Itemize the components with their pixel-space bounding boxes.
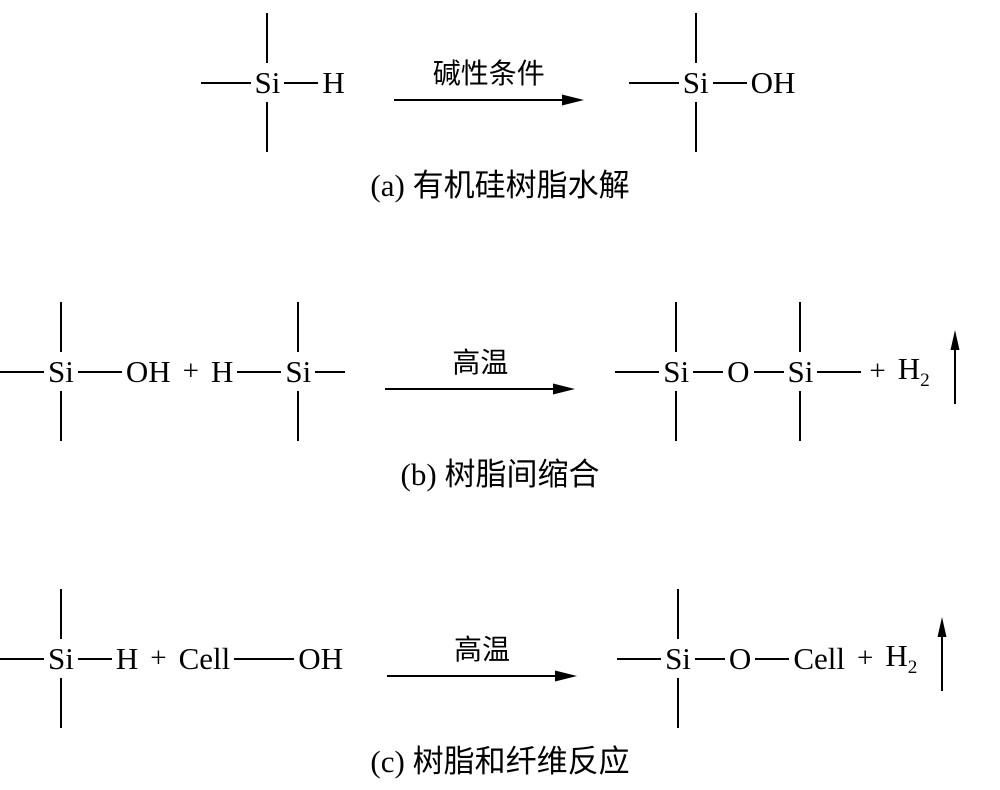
atom-si: Si — [48, 640, 74, 676]
si-center: Si — [251, 12, 285, 153]
reaction-b-row: Si OH + H Si 高温 Si O — [0, 289, 1000, 454]
bond-horizontal — [237, 370, 282, 373]
bond-horizontal — [753, 370, 784, 373]
right-arrow-icon — [387, 670, 578, 682]
right-arrow-icon — [385, 383, 576, 395]
atom-o: O — [727, 353, 750, 389]
reaction-arrow-block: 碱性条件 — [393, 57, 584, 108]
atom-oh: OH — [750, 64, 796, 100]
si-center: Si — [661, 588, 695, 729]
bond-horizontal — [0, 657, 44, 660]
atom-h: H — [115, 640, 139, 676]
bond-horizontal — [817, 370, 862, 373]
bond-horizontal — [755, 657, 790, 660]
reaction-c-row: Si H + Cell OH 高温 Si O Cell + H2 — [0, 576, 1000, 741]
si-center: Si — [784, 301, 818, 442]
bond-vertical-up — [266, 12, 269, 63]
atom-si: Si — [787, 353, 814, 389]
bond-vertical-down — [59, 678, 62, 729]
atom-si: Si — [254, 64, 281, 100]
atom-h: H — [211, 353, 234, 389]
si-center: Si — [44, 588, 78, 729]
si-center: Si — [281, 301, 315, 442]
bond-horizontal — [693, 370, 724, 373]
bond-vertical-up — [799, 301, 802, 352]
si-center: Si — [659, 301, 693, 442]
atom-cell: Cell — [178, 640, 231, 676]
bond-vertical-up — [676, 588, 679, 639]
reaction-arrow-block: 高温 — [385, 346, 576, 397]
bond-horizontal — [694, 657, 725, 660]
bond-vertical-up — [59, 301, 62, 352]
reaction-a-row: Si H 碱性条件 Si OH — [0, 0, 1000, 165]
reaction-b-caption: (b) 树脂间缩合 — [400, 457, 600, 492]
bond-vertical-down — [694, 102, 697, 153]
bond-vertical-down — [676, 678, 679, 729]
bond-horizontal — [0, 370, 44, 373]
bond-horizontal — [315, 370, 346, 373]
bond-horizontal — [77, 370, 122, 373]
si-center: Si — [44, 301, 78, 442]
bond-horizontal — [77, 657, 112, 660]
atom-si: Si — [285, 353, 312, 389]
bond-horizontal — [200, 81, 251, 84]
bond-horizontal — [234, 657, 295, 660]
bond-horizontal — [284, 81, 319, 84]
bond-vertical-down — [297, 391, 300, 442]
atom-h: H — [897, 350, 921, 386]
condition-label: 高温 — [454, 635, 511, 666]
molecule-h2: H2 — [894, 351, 934, 392]
bond-horizontal — [712, 81, 747, 84]
bond-vertical-down — [675, 391, 678, 442]
bond-horizontal — [628, 81, 679, 84]
bond-vertical-up — [297, 301, 300, 352]
bond-vertical-up — [59, 588, 62, 639]
bond-vertical-down — [266, 102, 269, 153]
bond-vertical-down — [59, 391, 62, 442]
atom-h: H — [322, 64, 345, 100]
gas-up-arrow-icon — [950, 329, 960, 404]
atom-h: H — [885, 637, 908, 673]
bond-horizontal — [615, 370, 660, 373]
atom-o: O — [728, 640, 752, 676]
si-center: Si — [679, 12, 713, 153]
bond-vertical-down — [799, 391, 802, 442]
right-arrow-icon — [393, 94, 584, 106]
molecule-h2: H2 — [881, 638, 921, 679]
reaction-c-caption: (c) 树脂和纤维反应 — [370, 744, 630, 779]
subscript-2: 2 — [907, 657, 918, 679]
atom-si: Si — [663, 353, 690, 389]
atom-si: Si — [682, 64, 709, 100]
atom-si: Si — [48, 353, 74, 389]
gas-up-arrow-icon — [937, 616, 947, 691]
bond-vertical-up — [694, 12, 697, 63]
atom-si: Si — [665, 640, 691, 676]
plus-sign: + — [869, 355, 886, 387]
atom-oh: OH — [298, 640, 344, 676]
plus-sign: + — [182, 355, 199, 387]
atom-oh: OH — [125, 353, 171, 389]
condition-label: 碱性条件 — [432, 59, 545, 90]
bond-horizontal — [617, 657, 662, 660]
plus-sign: + — [150, 642, 167, 674]
atom-cell: Cell — [793, 640, 845, 676]
condition-label: 高温 — [452, 348, 509, 379]
plus-sign: + — [856, 642, 874, 674]
bond-vertical-up — [675, 301, 678, 352]
reaction-a-caption: (a) 有机硅树脂水解 — [370, 168, 630, 203]
reaction-arrow-block: 高温 — [387, 633, 578, 684]
subscript-2: 2 — [920, 370, 930, 392]
